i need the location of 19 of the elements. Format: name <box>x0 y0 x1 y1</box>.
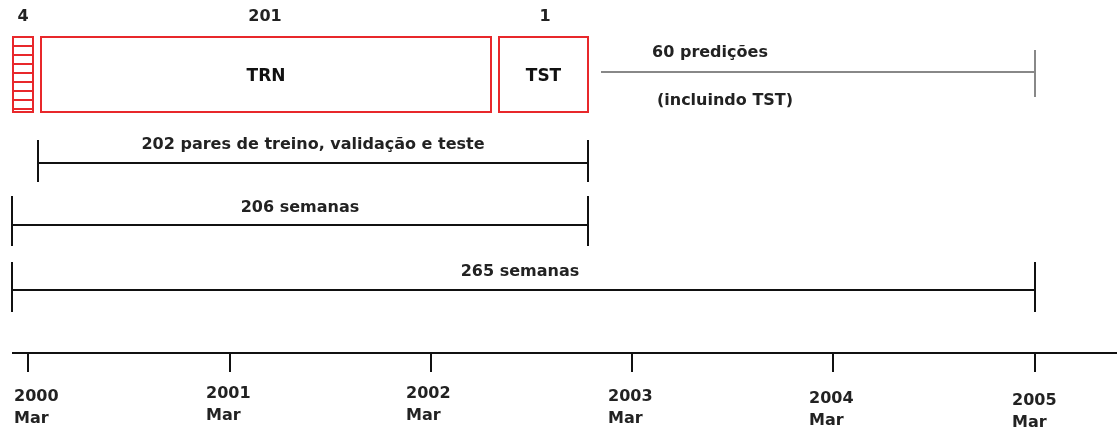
striped-box <box>12 36 34 113</box>
box-label: TST <box>525 64 562 85</box>
dimension-label: 60 predições <box>652 42 768 62</box>
date-label: 2001 Mar <box>206 382 250 426</box>
date-label: 2005 Mar <box>1012 389 1056 433</box>
dimension-label: (incluindo TST) <box>656 90 794 110</box>
date-label: 2004 Mar <box>809 387 853 431</box>
period-box <box>498 36 589 113</box>
dimension-label: 206 semanas <box>240 197 360 217</box>
date-label: 2000 Mar <box>14 385 58 429</box>
dimension-label: 202 pares de treino, validação e teste <box>141 134 485 154</box>
date-label: 2003 Mar <box>608 385 652 429</box>
date-label: 2002 Mar <box>406 382 450 426</box>
count-label: 4 <box>17 6 29 26</box>
count-label: 201 <box>248 6 282 26</box>
dimension-label: 265 semanas <box>460 261 580 281</box>
count-label: 1 <box>539 6 551 26</box>
period-box <box>40 36 492 113</box>
box-label: TRN <box>246 64 286 85</box>
